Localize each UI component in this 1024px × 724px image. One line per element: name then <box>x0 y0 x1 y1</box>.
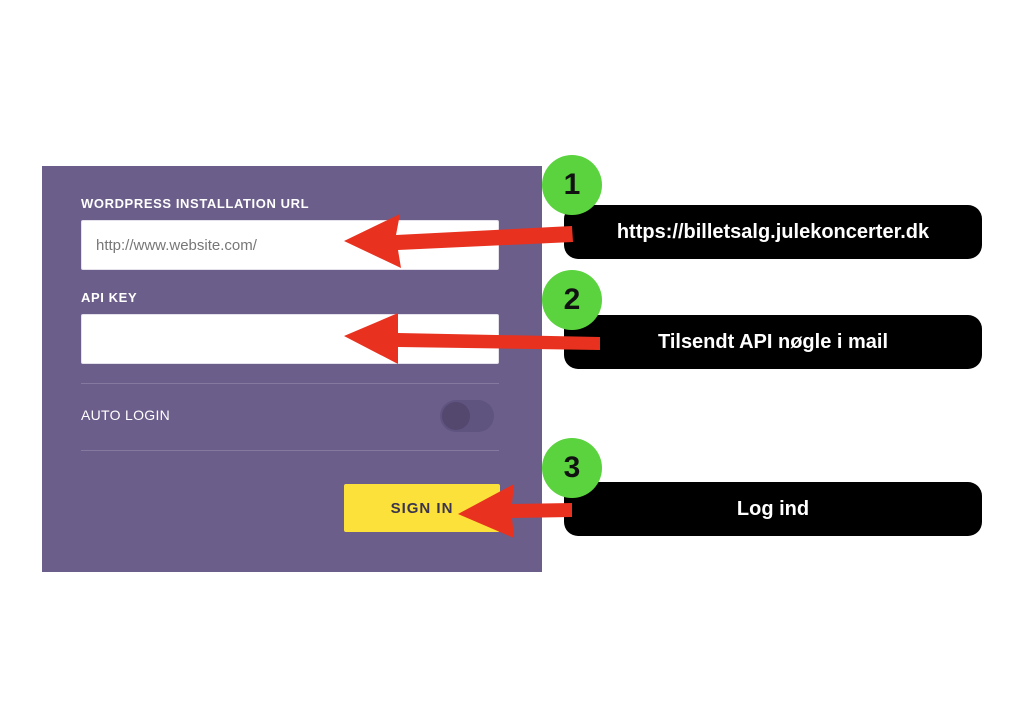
divider-top <box>81 383 499 384</box>
auto-login-label: AUTO LOGIN <box>81 407 171 423</box>
divider-bottom <box>81 450 499 451</box>
callout-sign-in-text: Log ind <box>736 497 810 520</box>
api-key-input[interactable] <box>81 314 499 364</box>
url-input[interactable] <box>81 220 499 270</box>
callout-api-key-text: Tilsendt API nøgle i mail <box>657 330 889 353</box>
step-badge-2: 2 <box>542 270 602 330</box>
login-panel: WORDPRESS INSTALLATION URL API KEY AUTO … <box>42 166 542 572</box>
api-key-field-label: API KEY <box>81 290 138 305</box>
callout-url: https://billetsalg.julekoncerter.dk <box>564 205 982 259</box>
auto-login-toggle[interactable] <box>440 400 494 432</box>
step-badge-1: 1 <box>542 155 602 215</box>
toggle-knob <box>442 402 470 430</box>
callout-url-text: https://billetsalg.julekoncerter.dk <box>616 220 930 243</box>
callout-sign-in: Log ind <box>564 482 982 536</box>
url-field-label: WORDPRESS INSTALLATION URL <box>81 196 310 211</box>
sign-in-button[interactable]: SIGN IN <box>344 484 500 532</box>
callout-api-key: Tilsendt API nøgle i mail <box>564 315 982 369</box>
step-badge-3: 3 <box>542 438 602 498</box>
